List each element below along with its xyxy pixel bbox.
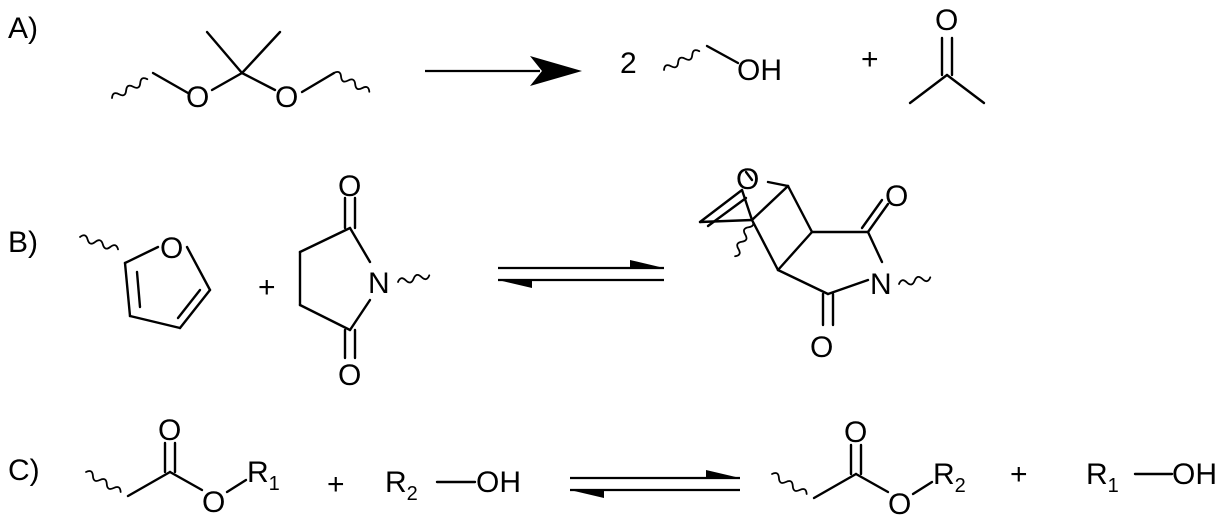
diels-alder-adduct: O O O N [698,163,932,364]
wavy-bond [397,273,431,284]
ester-structure-product: O O R2 [771,416,966,521]
product-r2-group: R2 [933,458,966,497]
equilibrium-arrows [498,260,664,288]
acetone-oxygen: O [935,4,958,37]
ketal-oxygen-1: O [186,81,209,114]
acetone-structure: O [908,4,986,105]
alcohol-structure: OH [663,44,782,87]
panel-c-label: C) [8,454,40,487]
product-ester-oxygen: O [888,488,911,521]
ester-oxygen: O [202,486,225,519]
adduct-carbonyl-oxygen-1: O [885,180,908,213]
plus-sign-a: + [861,43,879,76]
coefficient-two: 2 [620,47,637,80]
ketal-oxygen-2: O [275,81,298,114]
r2-group: R2 [385,466,418,505]
plus-sign-b: + [258,271,276,304]
bridge-oxygen: O [736,163,759,196]
wavy-bond [85,470,122,493]
wavy-bond [79,234,119,251]
r1-alcohol: R1 OH [1086,458,1217,497]
ketal-structure: O O [111,30,371,114]
product-r1-group: R1 [1086,458,1119,497]
adduct-carbonyl-oxygen-2: O [810,331,833,364]
plus-sign-c1: + [327,468,345,501]
carbonyl-oxygen-top: O [338,170,361,203]
product-r1-hydroxyl: OH [1172,458,1217,491]
wavy-bond-right [333,71,371,93]
wavy-bond-nitrogen [898,275,932,286]
ester-carbonyl-oxygen: O [158,414,181,447]
panel-a-label: A) [8,12,38,45]
imide-nitrogen: N [368,267,390,300]
furan-structure: O [79,232,212,330]
product-carbonyl-oxygen: O [844,416,867,449]
r1-group: R1 [247,456,280,495]
forward-arrow [425,56,582,86]
equilibrium-arrows-c [570,470,740,498]
ester-structure-reactant: O O R1 [85,414,280,519]
wavy-bond [663,49,701,71]
maleimide-structure: O O N [298,170,431,392]
adduct-nitrogen: N [870,268,892,301]
r2-hydroxyl: OH [476,466,521,499]
plus-sign-c2: + [1010,458,1028,491]
panel-b-label: B) [8,226,38,259]
r2-alcohol: R2 OH [385,466,521,505]
hydroxyl-label: OH [737,54,782,87]
carbonyl-oxygen-bottom: O [338,359,361,392]
wavy-bond-bridgehead [734,219,755,258]
wavy-bond [771,472,808,495]
wavy-bond-left [111,77,149,99]
furan-oxygen: O [160,232,183,265]
